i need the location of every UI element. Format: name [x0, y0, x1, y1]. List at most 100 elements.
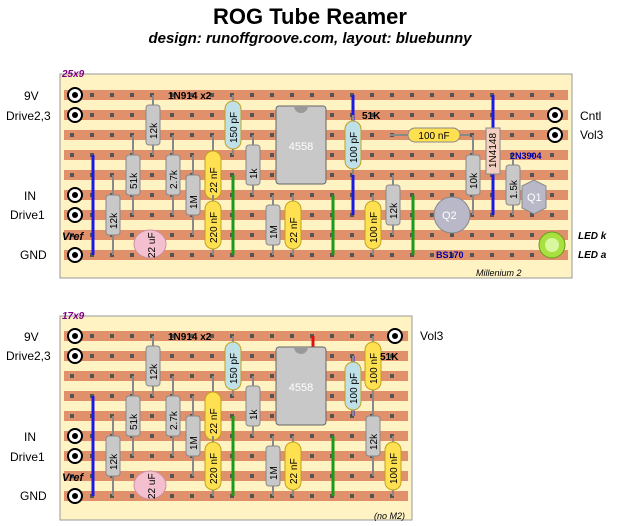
strip-hole	[310, 193, 314, 197]
label-vol3: Vol3	[580, 128, 604, 142]
capacitor: 22 nF	[284, 436, 302, 496]
strip-hole	[110, 374, 114, 378]
footnote: (no M2)	[374, 511, 405, 521]
resistor-value: 51k	[129, 172, 140, 189]
strip-hole	[430, 233, 434, 237]
strip-hole	[470, 113, 474, 117]
strip-hole	[310, 253, 314, 257]
copper-strip	[64, 230, 568, 240]
strip-hole	[70, 474, 74, 478]
offboard-pads	[67, 87, 563, 263]
strip-hole	[190, 374, 194, 378]
label-gnd: GND	[20, 489, 47, 503]
strip-hole	[410, 113, 414, 117]
strip-hole	[330, 93, 334, 97]
label-vref: Vref	[62, 231, 85, 243]
resistor: 12k	[145, 336, 161, 396]
strip-hole	[170, 474, 174, 478]
strip-hole	[550, 173, 554, 177]
strip-hole	[130, 253, 134, 257]
strip-hole	[70, 374, 74, 378]
resistor-value: 12k	[109, 453, 120, 470]
strip-hole	[390, 374, 394, 378]
strip-hole	[470, 93, 474, 97]
capacitor: 100 nF	[364, 195, 382, 255]
strip-hole	[510, 233, 514, 237]
diodes-label: 1N914 x2	[168, 332, 212, 343]
strip-hole	[350, 334, 354, 338]
capacitor-value: 22 nF	[209, 408, 220, 434]
strip-hole	[270, 93, 274, 97]
strip-hole	[250, 253, 254, 257]
capacitor-value: 220 nF	[209, 453, 220, 484]
q2-label: Q2	[442, 210, 457, 222]
layout-25x9: 25x9 9V Drive2,3 IN Drive1 Vref GND Cntl…	[6, 69, 607, 279]
strip-hole	[310, 474, 314, 478]
strip-hole	[270, 153, 274, 157]
strip-hole	[170, 113, 174, 117]
strip-hole	[250, 334, 254, 338]
strip-hole	[270, 173, 274, 177]
capacitor: 150 pF	[224, 336, 242, 396]
copper-strip	[64, 431, 408, 441]
strip-hole	[250, 213, 254, 217]
strip-hole	[250, 113, 254, 117]
strip-hole	[550, 153, 554, 157]
board-size-label: 17x9	[62, 311, 85, 322]
strip-hole	[190, 334, 194, 338]
resistor-value: 10k	[469, 172, 480, 189]
resistor: 1k	[245, 135, 261, 195]
page-header: ROG Tube Reamer design: runoffgroove.com…	[0, 4, 620, 48]
resistor: 1M	[265, 195, 281, 255]
strip-hole	[150, 454, 154, 458]
strip-hole	[390, 414, 394, 418]
strip-hole	[270, 374, 274, 378]
capacitor: 100 pF	[344, 115, 362, 175]
strip-hole	[430, 253, 434, 257]
strip-hole	[350, 233, 354, 237]
resistor: 12k	[105, 416, 121, 496]
copper-strip	[64, 491, 408, 501]
strip-hole	[70, 233, 74, 237]
strip-hole	[190, 253, 194, 257]
strip-hole	[190, 113, 194, 117]
strip-hole	[90, 374, 94, 378]
label-drive1: Drive1	[10, 208, 45, 222]
label-led-a: LED a	[578, 250, 607, 261]
strip-hole	[270, 394, 274, 398]
label-9v: 9V	[24, 89, 39, 103]
strip-hole	[430, 173, 434, 177]
strip-hole	[190, 133, 194, 137]
cap-22uf-label: 22 uF	[147, 473, 158, 499]
strip-hole	[450, 193, 454, 197]
strip-hole	[510, 93, 514, 97]
strip-hole	[110, 354, 114, 358]
board-size-label: 25x9	[61, 69, 85, 80]
cap-100nf-horizontal: 100 nF	[390, 127, 470, 143]
capacitor-value: 22 nF	[289, 458, 300, 484]
resistor-value: 12k	[149, 363, 160, 380]
led	[538, 231, 566, 259]
strip-hole	[310, 213, 314, 217]
strip-hole	[170, 494, 174, 498]
strip-hole	[390, 354, 394, 358]
strip-hole	[390, 253, 394, 257]
resistor: 1k	[245, 376, 261, 436]
resistor-value: 2.7k	[169, 410, 180, 430]
strip-hole	[130, 93, 134, 97]
strip-hole	[410, 153, 414, 157]
strip-hole	[350, 434, 354, 438]
resistor: 1M	[265, 436, 281, 496]
layout-17x9: 17x9 9V Drive2,3 IN Drive1 Vref GND Vol3…	[6, 311, 444, 521]
transistor-q2: Q2 BS170	[433, 196, 471, 260]
strip-hole	[210, 334, 214, 338]
transistor-q1: Q1 2N3904	[510, 151, 547, 215]
strip-hole	[450, 233, 454, 237]
copper-strip	[64, 210, 568, 220]
strip-hole	[90, 93, 94, 97]
copper-strip	[64, 451, 408, 461]
label-led-k: LED k	[578, 231, 607, 242]
strip-hole	[490, 253, 494, 257]
strip-hole	[330, 113, 334, 117]
